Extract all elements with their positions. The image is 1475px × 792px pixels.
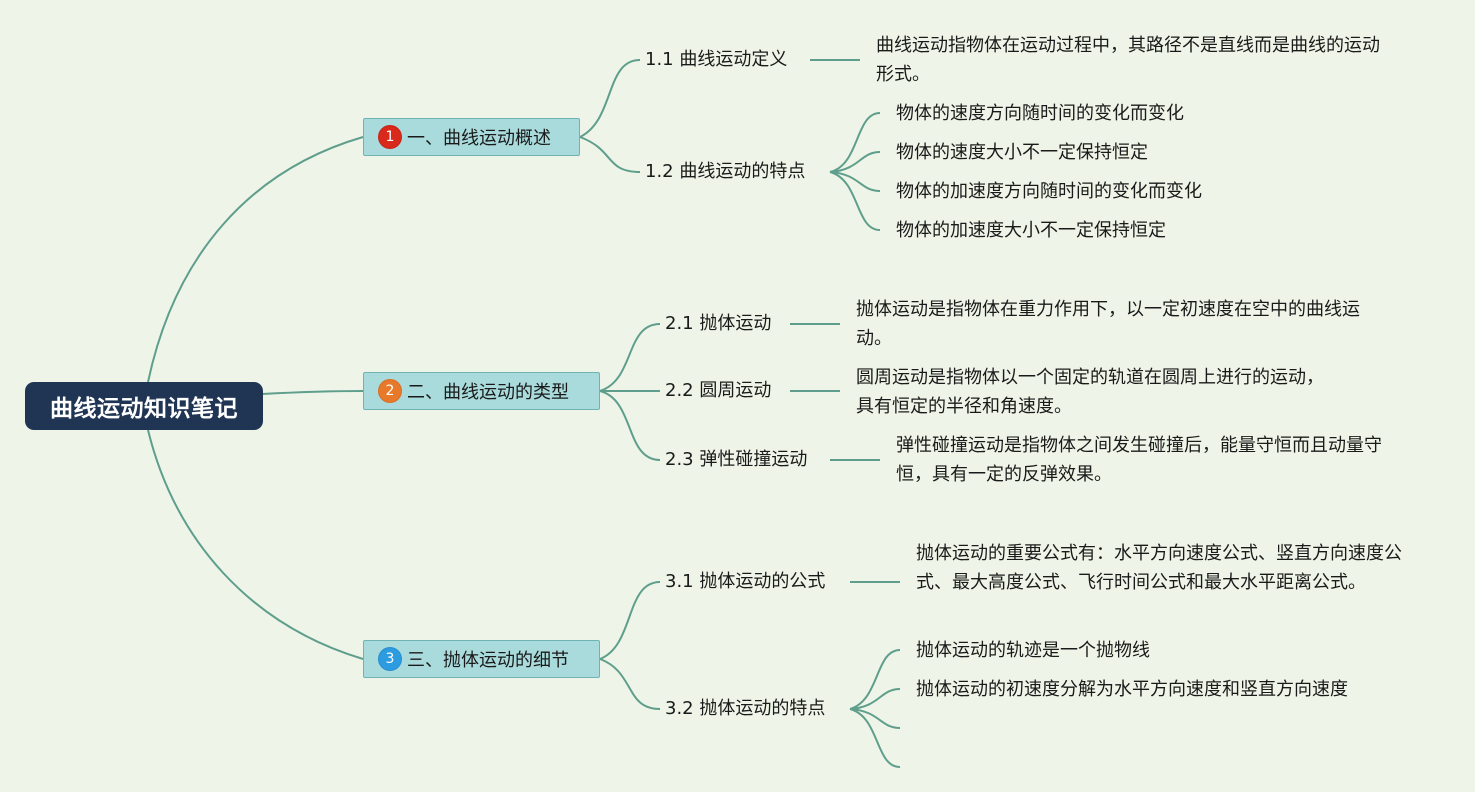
number-2-icon: 2	[378, 379, 402, 403]
connector-sub-1-2-leaf-2	[829, 151, 881, 173]
branch-label: 二、曲线运动的类型	[407, 382, 569, 403]
sub-node-2-3[interactable]: 2.3 弹性碰撞运动	[665, 449, 808, 470]
root-title: 曲线运动知识笔记	[50, 396, 238, 422]
connector-sub-3-2-leaf-2	[849, 688, 901, 710]
sub-node-3-1[interactable]: 3.1 抛体运动的公式	[665, 571, 826, 592]
number-3-icon: 3	[378, 647, 402, 671]
connector-sub-3-2-leaf-4	[849, 708, 901, 768]
connector-root-branch-1	[147, 136, 364, 383]
connector-sub-3-2-leaf-3	[849, 708, 901, 729]
leaf-node-1-1-1[interactable]: 曲线运动指物体在运动过程中，其路径不是直线而是曲线的运动形式。	[876, 35, 1380, 85]
leaf-node-1-2-3[interactable]: 物体的加速度方向随时间的变化而变化	[896, 181, 1202, 202]
connector-root-branch-3	[147, 429, 364, 660]
leaf-node-1-2-4[interactable]: 物体的加速度大小不一定保持恒定	[896, 220, 1166, 241]
leaf-node-3-1-1[interactable]: 抛体运动的重要公式有：水平方向速度公式、竖直方向速度公式、最大高度公式、飞行时间…	[916, 543, 1402, 593]
connector-branch-1-sub-1-1	[579, 59, 641, 138]
connector-branch-3-sub-3-1	[599, 581, 661, 660]
leaf-node-3-2-2[interactable]: 抛体运动的初速度分解为水平方向速度和竖直方向速度	[916, 679, 1348, 700]
connector-sub-1-2-leaf-3	[829, 171, 881, 192]
sub-node-2-2[interactable]: 2.2 圆周运动	[665, 380, 772, 401]
branch-node-2[interactable]: 2 二、曲线运动的类型	[363, 372, 600, 410]
leaf-node-2-3-1[interactable]: 弹性碰撞运动是指物体之间发生碰撞后，能量守恒而且动量守恒，具有一定的反弹效果。	[896, 435, 1382, 485]
connector-branch-3-sub-3-2	[599, 658, 661, 710]
connector-branch-1-sub-1-2	[579, 136, 641, 173]
connector-sub-3-2-leaf-1	[849, 649, 901, 710]
connector-branch-2-sub-2-3	[599, 390, 661, 461]
leaf-node-1-2-1[interactable]: 物体的速度方向随时间的变化而变化	[896, 103, 1184, 124]
leaf-node-1-2-2[interactable]: 物体的速度大小不一定保持恒定	[896, 142, 1148, 163]
sub-node-2-1[interactable]: 2.1 抛体运动	[665, 313, 772, 334]
leaf-node-2-2-1[interactable]: 圆周运动是指物体以一个固定的轨道在圆周上进行的运动，具有恒定的半径和角速度。	[856, 367, 1324, 417]
leaf-node-3-2-1[interactable]: 抛体运动的轨迹是一个抛物线	[916, 640, 1150, 661]
sub-node-3-2[interactable]: 3.2 抛体运动的特点	[665, 698, 826, 719]
number-1-icon: 1	[378, 125, 402, 149]
branch-label: 三、抛体运动的细节	[407, 650, 569, 671]
branch-node-1[interactable]: 1 一、曲线运动概述	[363, 118, 580, 156]
connector-branch-2-sub-2-1	[599, 323, 661, 392]
branch-node-3[interactable]: 3 三、抛体运动的细节	[363, 640, 600, 678]
connector-sub-1-2-leaf-4	[829, 171, 881, 231]
leaf-node-2-1-1[interactable]: 抛体运动是指物体在重力作用下，以一定初速度在空中的曲线运动。	[856, 299, 1360, 349]
branch-label: 一、曲线运动概述	[407, 128, 551, 149]
sub-node-1-2[interactable]: 1.2 曲线运动的特点	[645, 161, 806, 182]
connector-root-branch-2	[261, 390, 364, 395]
root-node[interactable]: 曲线运动知识笔记	[25, 382, 263, 430]
connector-sub-1-2-leaf-1	[829, 112, 881, 173]
sub-node-1-1[interactable]: 1.1 曲线运动定义	[645, 49, 788, 70]
